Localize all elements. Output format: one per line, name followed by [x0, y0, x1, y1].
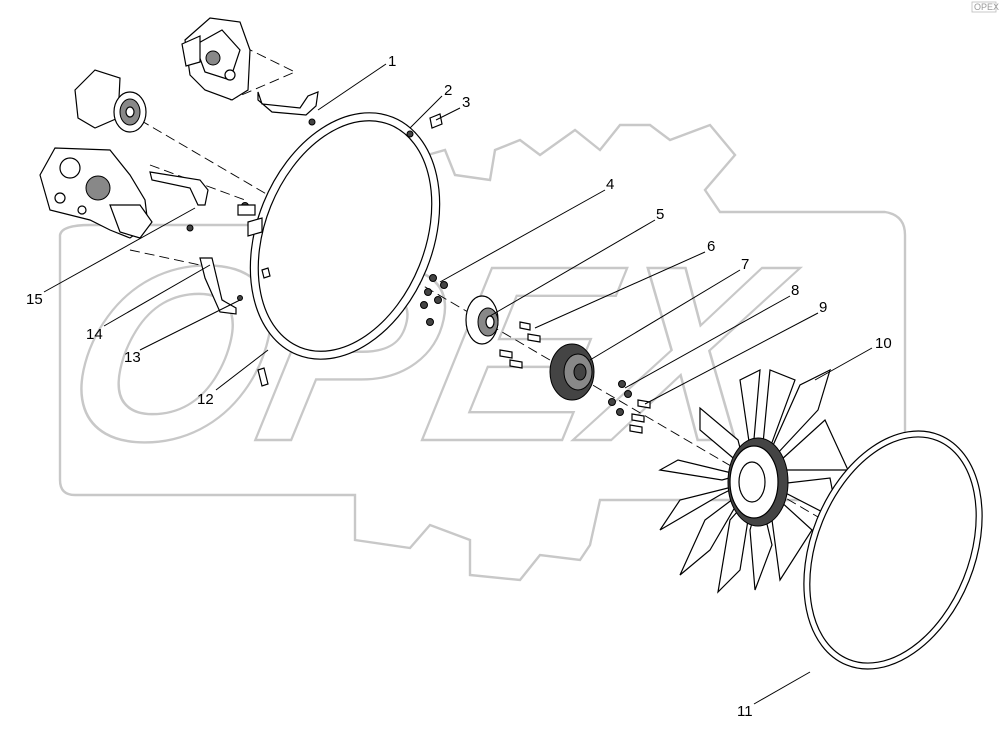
- engine-bracket: [181, 17, 251, 101]
- part-8-washers: [608, 380, 632, 416]
- callout-10: 10: [875, 335, 892, 352]
- callout-8: 8: [791, 282, 799, 299]
- part-10-fan: [658, 368, 849, 594]
- callout-1: 1: [388, 53, 396, 70]
- part-2-shroud-ring: [247, 112, 441, 360]
- leader-lines: [43, 63, 873, 705]
- part-12-bolt: [257, 367, 269, 387]
- callout-13: 13: [124, 349, 141, 366]
- callout-15: 15: [26, 291, 43, 308]
- part-11-shroud-ring: [803, 430, 983, 670]
- callout-7: 7: [741, 256, 749, 273]
- part-5-hub: [465, 295, 499, 345]
- pump-housing: [39, 147, 153, 239]
- callout-14: 14: [86, 326, 103, 343]
- callout-11: 11: [737, 703, 753, 720]
- part-1-bracket: [257, 91, 319, 126]
- callout-12: 12: [197, 391, 214, 408]
- callout-4: 4: [606, 176, 614, 193]
- callout-5: 5: [656, 206, 664, 223]
- part-3-bolt: [429, 113, 443, 129]
- corner-logo-text: OPEX: [974, 2, 999, 12]
- part-4-nuts: [420, 274, 448, 326]
- callout-labels: 1 2 3 4 5 6 7 8 9 10 11 12 13 14 15: [26, 53, 892, 720]
- callout-6: 6: [707, 238, 715, 255]
- corner-logo: OPEX: [971, 1, 999, 13]
- callout-3: 3: [462, 94, 470, 111]
- part-7-clutch: [549, 343, 595, 401]
- pulley-unit: [74, 69, 147, 133]
- part-15-strut: [149, 171, 256, 232]
- callout-2: 2: [444, 82, 452, 99]
- part-9-bolts: [629, 399, 651, 434]
- part-6-bolts: [499, 321, 541, 369]
- callout-9: 9: [819, 299, 827, 316]
